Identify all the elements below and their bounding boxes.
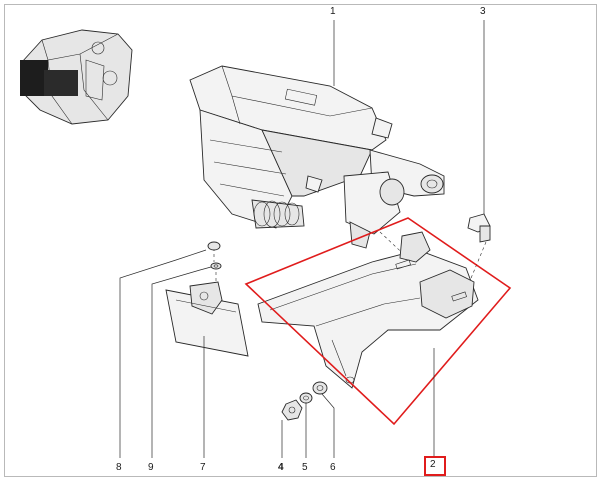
callout-2: 2 xyxy=(430,459,436,470)
callout-5: 5 xyxy=(302,462,308,473)
diagram-frame xyxy=(4,4,597,477)
part-4-nut xyxy=(281,399,303,421)
callout-3: 3 xyxy=(480,6,486,17)
part-3-bolt xyxy=(467,213,491,243)
part-9-washer xyxy=(210,262,222,270)
part-5-washer xyxy=(299,392,313,404)
callout-2-highlight-box xyxy=(424,456,446,476)
part-8-bushing xyxy=(207,241,221,251)
callout-8: 8 xyxy=(116,462,122,473)
part-2-highlight-outline xyxy=(244,217,512,426)
part-2-mounting-bracket xyxy=(257,231,479,389)
callout-7: 7 xyxy=(200,462,206,473)
callout-1: 1 xyxy=(330,6,336,17)
thumbnail-highlight-block xyxy=(20,60,48,96)
callout-4: 4 xyxy=(278,462,284,473)
part-7-plate xyxy=(165,281,249,357)
part-1-actuator-housing xyxy=(189,65,445,249)
callout-6: 6 xyxy=(330,462,336,473)
callout-9: 9 xyxy=(148,462,154,473)
part-6-washer xyxy=(312,381,328,395)
engine-thumbnail xyxy=(20,29,133,125)
callout-leader-lines xyxy=(119,20,485,458)
